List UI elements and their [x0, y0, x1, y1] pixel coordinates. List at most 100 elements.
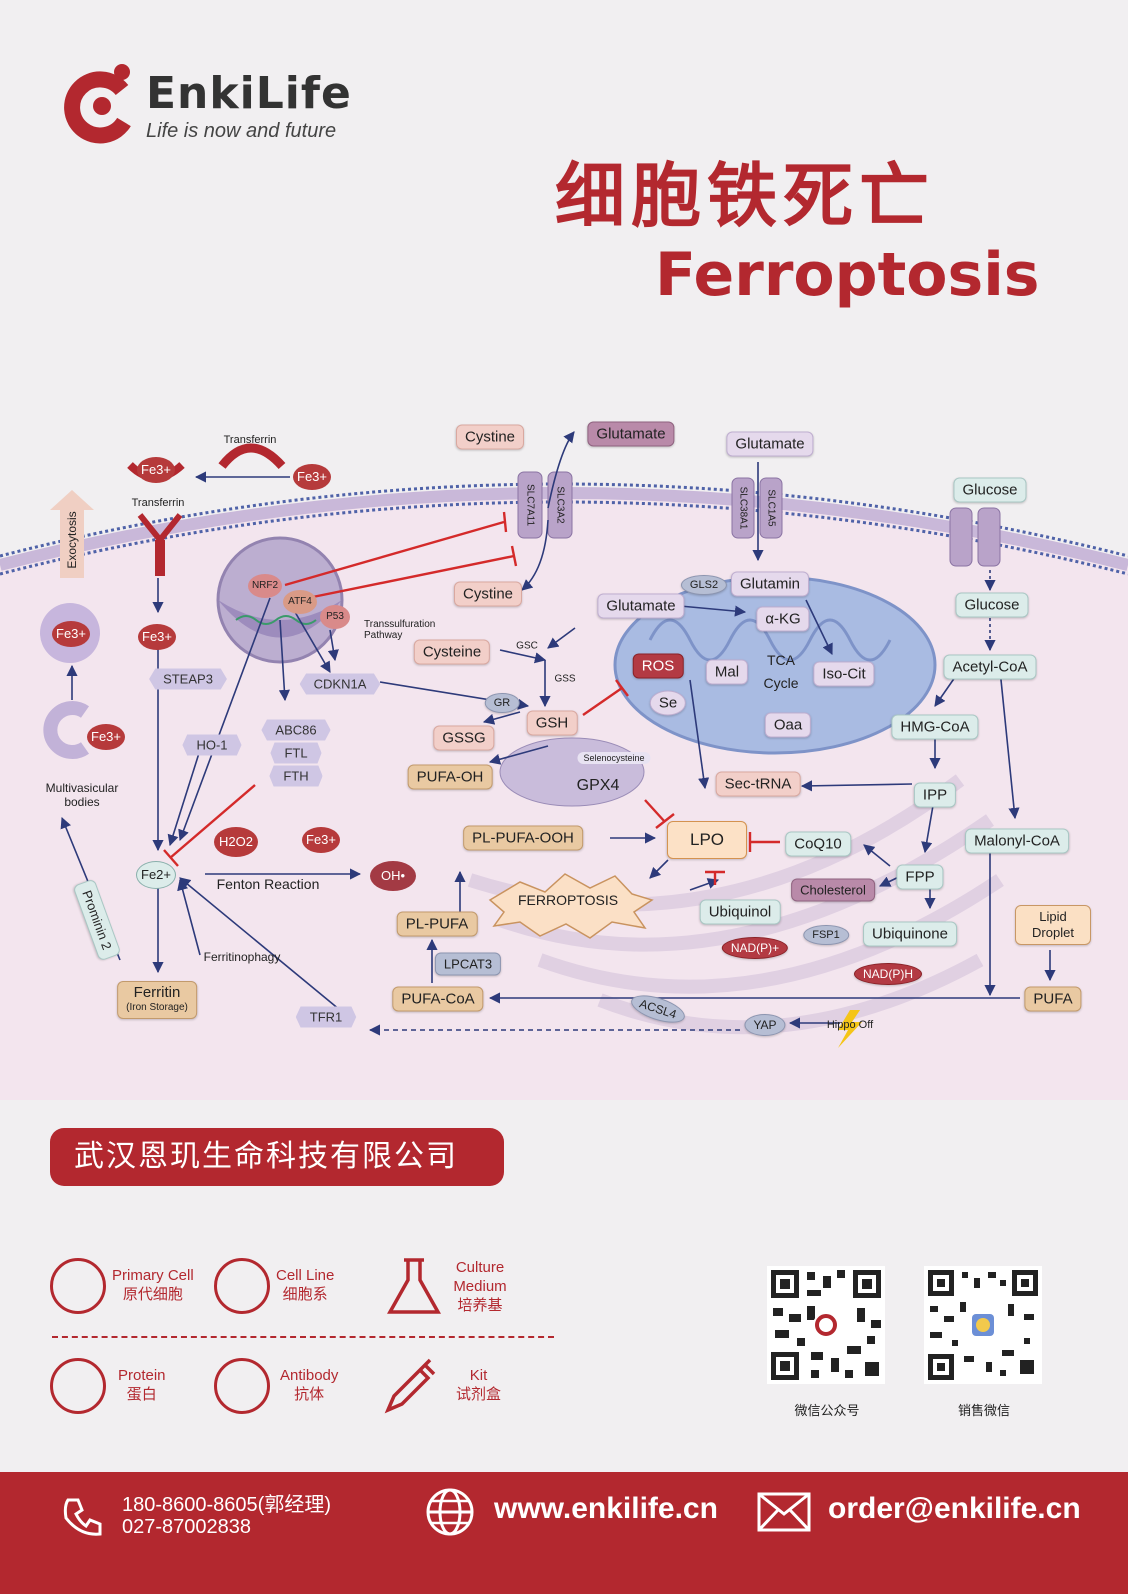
- cdkn1a-node: CDKN1A: [299, 673, 381, 695]
- email-icon: [757, 1492, 811, 1532]
- title-chinese: 细胞铁死亡: [555, 155, 935, 237]
- gpx4-label: GPX4: [576, 777, 620, 794]
- hydroxyl-radical-node: OH•: [370, 861, 416, 891]
- product-cell-line[interactable]: Cell Line 细胞系: [276, 1266, 334, 1304]
- ho1-node: HO-1: [182, 734, 242, 756]
- lpcat3-node: LPCAT3: [434, 952, 502, 976]
- fe2-node: Fe2+: [136, 861, 176, 889]
- lpo-node: LPO: [666, 821, 748, 859]
- phone-icon: [63, 1498, 102, 1536]
- glucose-extracellular: Glucose: [953, 477, 1027, 503]
- gssg-node: GSSG: [433, 725, 495, 751]
- product-cn: 抗体: [294, 1386, 325, 1403]
- cholesterol-node: Cholesterol: [791, 878, 875, 902]
- glutamate-intracellular: Glutamate: [597, 593, 685, 619]
- gsc-label: GSC: [516, 640, 538, 652]
- product-cn: 细胞系: [282, 1286, 328, 1303]
- product-en: Cell Line: [276, 1267, 335, 1284]
- email-link[interactable]: order@enkilife.cn: [828, 1492, 1081, 1525]
- malonyl-coa-node: Malonyl-CoA: [965, 828, 1069, 854]
- kit-icon: [384, 1358, 436, 1414]
- sales-wechat-qr[interactable]: [924, 1266, 1042, 1384]
- glutamate-extracellular-1: Glutamate: [587, 421, 675, 447]
- product-protein[interactable]: Protein 蛋白: [118, 1366, 166, 1404]
- pufa-oh-node: PUFA-OH: [407, 764, 493, 790]
- phone-secondary[interactable]: 027-87002838: [122, 1516, 252, 1538]
- phone-primary[interactable]: 180-8600-8605(郭经理): [122, 1494, 331, 1516]
- cystine-extracellular: Cystine: [455, 424, 525, 450]
- multivesicular-bodies-label: Multivasicular bodies: [45, 781, 119, 809]
- sec-trna-node: Sec-tRNA: [715, 771, 801, 797]
- atf4-node: ATF4: [283, 590, 317, 614]
- ubiquinone-node: Ubiquinone: [863, 921, 957, 947]
- protein-icon: [50, 1358, 106, 1414]
- cell-line-icon: [214, 1258, 270, 1314]
- mvb-fe3: Fe3+: [52, 621, 90, 647]
- wechat-official-qr[interactable]: [767, 1266, 885, 1384]
- nadp-plus-node: NAD(P)+: [721, 937, 789, 959]
- acetyl-coa-node: Acetyl-CoA: [943, 654, 1037, 680]
- product-en: Protein: [118, 1367, 166, 1384]
- product-antibody[interactable]: Antibody 抗体: [280, 1366, 338, 1404]
- hmg-coa-node: HMG-CoA: [891, 714, 979, 740]
- antibody-icon: [214, 1358, 270, 1414]
- abc86-node: ABC86: [261, 719, 331, 741]
- product-culture-medium[interactable]: Culture Medium 培养基: [448, 1258, 512, 1315]
- pathway-diagram: [0, 431, 1128, 1100]
- gls2-node: GLS2: [680, 575, 728, 595]
- oaa-node: Oaa: [764, 712, 812, 738]
- cycle-label: Cycle: [763, 675, 799, 691]
- contact-bar: 180-8600-8605(郭经理) 027-87002838 www.enki…: [0, 1472, 1128, 1594]
- p53-node: P53: [320, 605, 350, 629]
- brand-tagline: Life is now and future: [146, 120, 337, 142]
- ipp-node: IPP: [913, 782, 957, 808]
- lipid-droplet-node: Lipid Droplet: [1015, 905, 1091, 945]
- fe3-intracellular: Fe3+: [138, 624, 176, 650]
- product-cn: 试剂盒: [456, 1386, 502, 1403]
- product-cn: 原代细胞: [122, 1286, 183, 1303]
- iso-cit-node: Iso-Cit: [813, 661, 875, 687]
- nrf2-node: NRF2: [248, 574, 282, 598]
- mal-node: Mal: [705, 659, 749, 685]
- h2o2-node: H2O2: [214, 827, 258, 857]
- ubiquinol-node: Ubiquinol: [699, 899, 781, 925]
- glucose-intracellular: Glucose: [955, 592, 1029, 618]
- primary-cell-icon: [50, 1258, 106, 1314]
- ferritin-sublabel: (Iron Storage): [126, 1002, 188, 1013]
- yap-node: YAP: [744, 1014, 786, 1036]
- hippo-off-label: Hippo Off: [826, 1019, 874, 1031]
- pufa-coa-node: PUFA-CoA: [392, 986, 484, 1012]
- globe-icon: [426, 1488, 474, 1536]
- ros-node: ROS: [632, 653, 684, 679]
- pl-pufa-ooh-node: PL-PUFA-OOH: [463, 825, 583, 851]
- selenocysteine-label: Selenocysteine: [577, 752, 651, 764]
- product-kit[interactable]: Kit 试剂盒: [456, 1366, 501, 1404]
- ferritin-node: Ferritin (Iron Storage): [117, 981, 197, 1019]
- mvb-fe3-b: Fe3+: [87, 724, 125, 750]
- website-link[interactable]: www.enkilife.cn: [494, 1492, 718, 1525]
- transsulfuration-label: Transsulfuration Pathway: [364, 619, 436, 641]
- fe3-fenton: Fe3+: [302, 827, 340, 853]
- slc38a1-label: SLC38A1: [737, 486, 749, 530]
- product-en: Antibody: [280, 1367, 339, 1384]
- qr1-caption: 微信公众号: [794, 1403, 860, 1418]
- culture-medium-icon: [387, 1258, 441, 1314]
- ferritinophagy-label: Ferritinophagy: [203, 950, 281, 964]
- transferrin-receptor-label: Transferrin: [131, 497, 185, 509]
- slc3a2-label: SLC3A2: [554, 486, 566, 524]
- fth-node: FTH: [269, 765, 323, 787]
- pufa-node: PUFA: [1024, 986, 1082, 1012]
- cystine-intracellular: Cystine: [453, 581, 523, 607]
- qr2-caption: 销售微信: [957, 1403, 1010, 1418]
- coq10-node: CoQ10: [785, 831, 851, 857]
- product-primary-cell[interactable]: Primary Cell 原代细胞: [112, 1266, 194, 1304]
- brand-name: EnkiLife: [146, 68, 352, 119]
- ferroptosis-label: FERROPTOSIS: [517, 892, 619, 908]
- logo: EnkiLife Life is now and future: [64, 60, 364, 150]
- slc1a5-label: SLC1A5: [765, 489, 777, 527]
- steap3-node: STEAP3: [149, 668, 227, 690]
- alpha-kg-node: α-KG: [756, 606, 810, 632]
- product-en: Primary Cell: [112, 1267, 194, 1284]
- se-node: Se: [649, 690, 687, 716]
- cysteine-node: Cysteine: [413, 639, 491, 665]
